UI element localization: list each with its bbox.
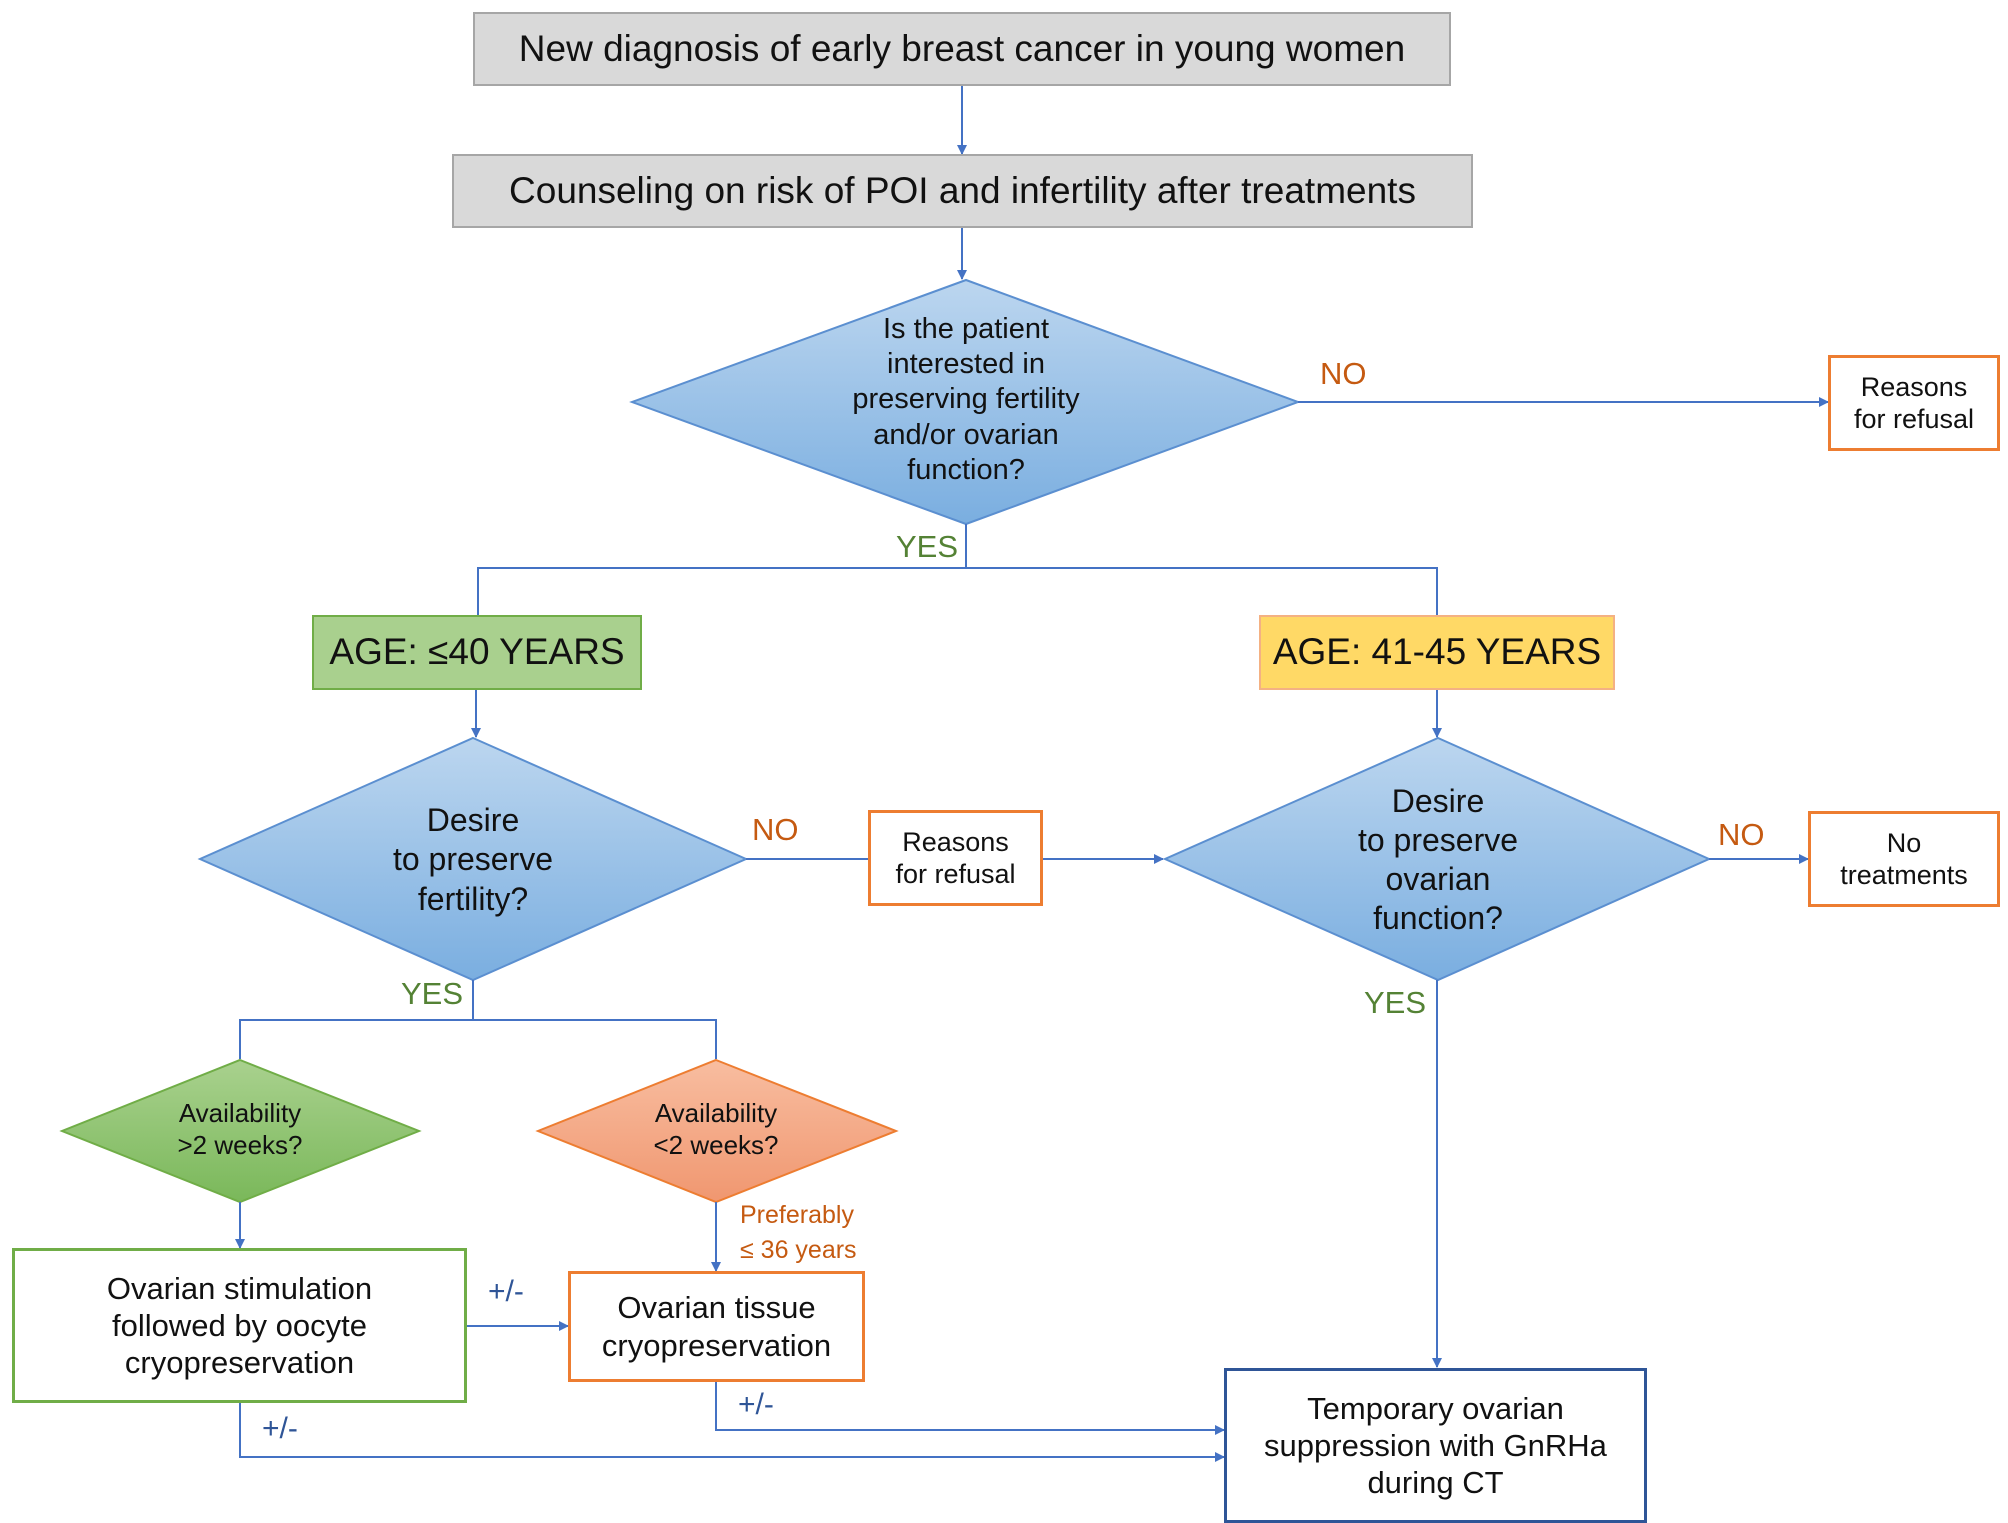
fertility-line2: to preserve [392,841,554,878]
new-diagnosis-box: New diagnosis of early breast cancer in … [473,12,1451,86]
preferably-note: Preferably ≤ 36 years [740,1198,857,1268]
fertility-line1: Desire [426,802,520,839]
connector-fertility-split [239,980,474,1059]
interested-line4: and/or ovarian [873,418,1059,451]
connector-fertility-split-right [473,1019,717,1059]
ovarian-line3: ovarian [1385,861,1491,897]
tissue-line2: cryopreservation [601,1327,832,1363]
ovarian-question-text: Desire to preserve ovarian function? [1288,765,1588,955]
gnrha-line1: Temporary ovarian [1307,1390,1564,1426]
interested-line1: Is the patient [882,312,1050,345]
interested-line5: function? [907,454,1025,487]
under2-line2: <2 weeks? [653,1130,779,1160]
refusal-mid-line1: Reasons [902,826,1009,857]
over2-line2: >2 weeks? [177,1130,303,1160]
yes-label-top: YES [896,529,959,564]
stimulation-line2: followed by oocyte [111,1307,368,1343]
yes-label-fertility: YES [401,976,464,1011]
stimulation-line1: Ovarian stimulation [106,1270,373,1306]
ovarian-line1: Desire [1391,782,1485,819]
pm-label-stim-tissue: +/- [488,1275,524,1308]
no-treatments-line2: treatments [1840,860,1968,890]
pm-label-stim-gnrha: +/- [262,1412,298,1445]
refusal-mid-box: Reasons for refusal [868,810,1043,906]
interested-line2: interested in [887,347,1045,380]
no-label-fertility: NO [752,812,799,847]
under2weeks-question-text: Availability <2 weeks? [596,1090,836,1170]
ovarian-line4: function? [1373,900,1503,937]
connector-tissue-gnrha [715,1382,1225,1435]
no-label-top: NO [1320,356,1367,391]
connector-yes-split-right [966,567,1438,615]
yes-label-ovarian: YES [1364,985,1427,1020]
stimulation-line3: cryopreservation [124,1345,355,1381]
age-young-box: AGE: ≤40 YEARS [312,615,642,690]
connector-stimulation-gnrha [239,1403,1225,1462]
fertility-line3: fertility? [417,880,529,917]
preferably-line1: Preferably [740,1201,854,1229]
under2-line1: Availability [654,1098,778,1129]
ovarian-stimulation-box: Ovarian stimulation followed by oocyte c… [12,1248,467,1403]
age-older-box: AGE: 41-45 YEARS [1259,615,1615,690]
pm-label-tissue-gnrha: +/- [738,1388,774,1421]
over2weeks-question-text: Availability >2 weeks? [120,1090,360,1170]
ovarian-line2: to preserve [1357,821,1519,858]
no-label-ovarian: NO [1718,817,1765,852]
refusal-mid-line2: for refusal [895,859,1016,889]
no-treatments-line1: No [1886,827,1922,858]
gnrha-line3: during CT [1367,1465,1504,1501]
gnrha-line2: suppression with GnRHa [1264,1427,1607,1463]
over2-line1: Availability [178,1098,302,1129]
interested-line3: preserving fertility [852,383,1080,416]
gnrha-box: Temporary ovarian suppression with GnRHa… [1224,1368,1647,1523]
refusal-top-line2: for refusal [1853,404,1975,434]
interested-question-text: Is the patient interested in preserving … [766,300,1166,500]
connector-yes-split [477,524,967,615]
preferably-line2: ≤ 36 years [740,1236,857,1264]
tissue-cryo-box: Ovarian tissue cryopreservation [568,1271,865,1382]
fertility-question-text: Desire to preserve fertility? [323,790,623,930]
refusal-top-box: Reasons for refusal [1828,355,2000,451]
tissue-line1: Ovarian tissue [617,1290,816,1326]
no-treatments-box: No treatments [1808,811,2000,907]
refusal-top-line1: Reasons [1860,371,1968,402]
counseling-box: Counseling on risk of POI and infertilit… [452,154,1473,228]
